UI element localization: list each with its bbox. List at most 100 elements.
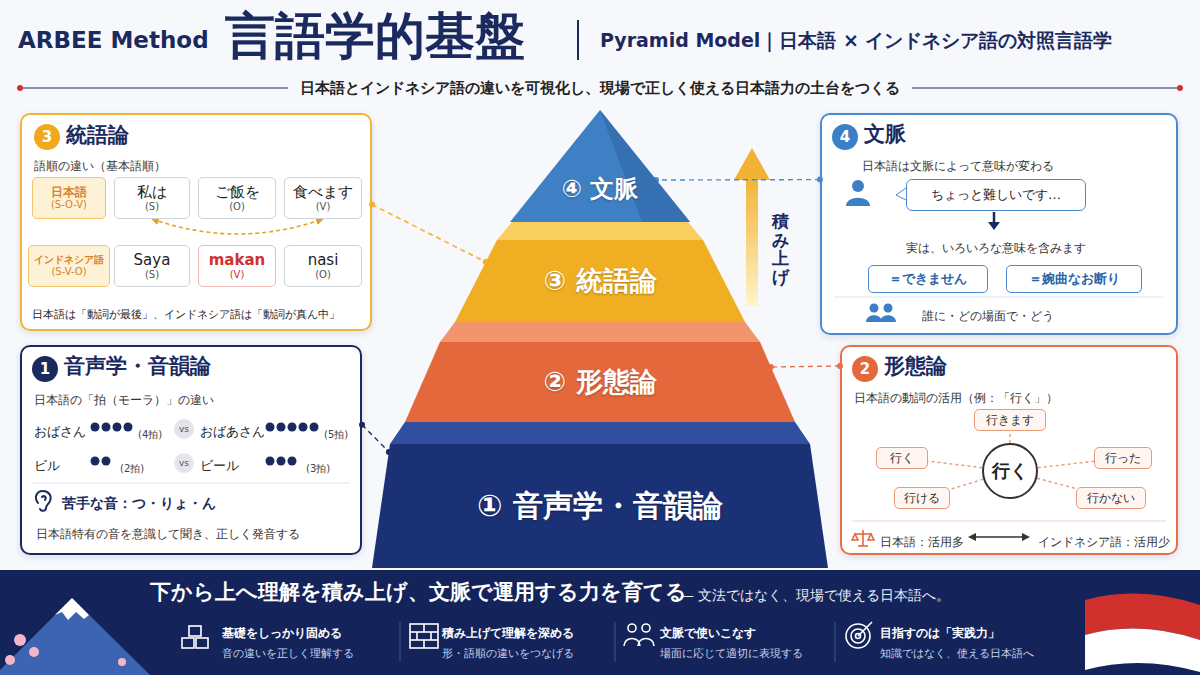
callout-number: 3 — [34, 124, 60, 150]
node-text: 音の違いを正しく理解する — [222, 647, 354, 660]
node-text: 音声学・音韻論 — [64, 354, 211, 379]
text-holder: 下から上へ理解を積み上げ、文脈で運用する力を育てる — [150, 580, 687, 605]
node-text: 基礎をしっかり固める — [222, 626, 342, 640]
node-text: (4拍) — [138, 429, 162, 441]
text-holder: 目指すのは「実践力」 — [880, 622, 1000, 641]
text-holder: (5拍) — [324, 423, 348, 442]
band-icons — [182, 622, 872, 648]
text-holder: 基礎をしっかり固める — [222, 622, 342, 641]
text-holder: Pyramid Model｜日本語 × インドネシア語の対照言語学 — [600, 29, 1113, 52]
pyramid-face — [405, 342, 795, 422]
text-holder: 日本語の動詞の活用（例：「行く」） — [854, 387, 1058, 406]
node-text: 行く — [992, 460, 1028, 482]
connector-end-dot — [359, 422, 365, 428]
node-text: おばさん — [34, 424, 86, 440]
summary-band: 下から上へ理解を積み上げ、文脈で運用する力を育てる— 文法ではなく、現場で使える… — [0, 570, 1200, 675]
text-holder: 言語学的基盤 — [225, 6, 525, 66]
main-title: 言語学的基盤 — [225, 6, 525, 66]
node-text: 誰に・どの場面で・どう — [922, 309, 1054, 323]
node-text: Saya — [134, 251, 171, 269]
text-holder: 知識ではなく、使える日本語へ — [880, 642, 1034, 661]
text-holder: おばあさん — [200, 421, 265, 440]
text-holder: 語順の違い（基本語順） — [34, 155, 166, 174]
vertical-label: 積み上げ — [772, 212, 789, 287]
node-text: 下から上へ理解を積み上げ、文脈で運用する力を育てる — [150, 580, 687, 605]
node-text: ③ 統語論 — [543, 265, 656, 297]
connector-line — [950, 479, 983, 489]
info-panel: 形態論日本語の動詞の活用（例：「行く」）日本語：活用多インドネシア語：活用少2行… — [840, 345, 1178, 555]
connector-end-dot — [369, 202, 375, 208]
speech-bubble: ちょっと難しいです… — [906, 179, 1086, 211]
node-text: ② 形態論 — [543, 366, 656, 398]
text-holder: 文脈 — [864, 122, 906, 147]
info-panel: 統語論語順の違い（基本語順） 日本語は「動詞が最後」、インドネシア語は「動詞が真ん… — [20, 113, 372, 331]
node-text: 苦手な音：つ・りょ・ん — [62, 495, 216, 512]
callout-number: 4 — [832, 124, 858, 150]
pyramid-tier: ② 形態論 — [405, 322, 795, 422]
header-separator — [577, 20, 579, 60]
connector-line — [152, 219, 323, 234]
text-holder: 実は、いろいろな意味を含みます — [896, 237, 1096, 256]
pyramid-tier: ① 音声学・音韻論 — [372, 422, 828, 568]
callout-number: 1 — [32, 356, 58, 382]
text-holder: 積み上げて理解を深める — [442, 622, 574, 641]
node-text: 日本語は文脈によって意味が変わる — [862, 159, 1054, 173]
node-text: 目指すのは「実践力」 — [880, 626, 1000, 640]
pyramid-face — [497, 222, 703, 240]
connector — [1038, 461, 1094, 468]
node-text: 日本語特有の音を意識して聞き、正しく発音する — [36, 527, 300, 541]
subtitle-tag: Pyramid Model｜日本語 × インドネシア語の対照言語学 — [600, 29, 1113, 52]
connector-line — [362, 425, 389, 452]
text-holder: 形・語順の違いをつなげる — [442, 642, 574, 661]
down-arrow — [988, 212, 1000, 230]
node-text: (2拍) — [120, 463, 144, 475]
node-text: (S-O-V) — [51, 199, 87, 211]
info-panel: 音声学・音韻論日本語の「拍（モーラ）」の違いおばさん (4拍) おばあさん (5拍) ビ… — [20, 345, 362, 555]
versus-mark: vs — [174, 419, 194, 439]
pyramid-tier: ④ 文脈 — [510, 110, 690, 222]
text-holder: ARBEE Method — [18, 27, 209, 55]
node-text: vs — [179, 424, 189, 435]
node-text: 食べます — [293, 183, 353, 201]
connector-line — [1037, 478, 1076, 488]
text-holder: 日本語は文脈によって意味が変わる — [862, 155, 1054, 174]
meaning-box: ＝婉曲なお断り — [1006, 265, 1142, 293]
form-box: 行った — [1094, 447, 1152, 469]
node-text: 私は — [137, 183, 167, 201]
text-holder: ビール — [200, 455, 239, 474]
text-holder: 苦手な音：つ・りょ・ん — [62, 493, 216, 512]
text-holder: 日本語とインドネシア語の違いを可視化し、現場で正しく使える日本語力の土台をつくる — [0, 78, 1200, 97]
connector — [1010, 431, 1011, 443]
band-separators — [400, 622, 835, 662]
text-holder: (4拍) — [138, 423, 162, 442]
text-holder: 場面に応じて適切に表現する — [660, 642, 803, 661]
connector — [950, 479, 983, 489]
connector — [359, 422, 392, 455]
text-holder: — 文法ではなく、現場で使える日本語へ。 — [680, 585, 950, 604]
rule-dot — [1177, 85, 1183, 91]
node-text: 場面に応じて適切に表現する — [660, 647, 803, 660]
node-text: ＝婉曲なお断り — [1029, 271, 1120, 287]
indonesia-flag — [1085, 594, 1200, 672]
versus-mark: vs — [174, 453, 194, 473]
panel-grounds — [20, 113, 1178, 555]
pyramid-shape — [510, 110, 690, 222]
text-holder: 日本語は「動詞が最後」、インドネシア語は「動詞が真ん中」 — [32, 303, 340, 322]
node-text: 行かない — [1087, 491, 1135, 505]
pyramid-face — [600, 110, 690, 222]
text-holder: 日本語の「拍（モーラ）」の違い — [34, 389, 214, 408]
text-holder: 形態論 — [884, 354, 947, 379]
panel-divider — [852, 521, 1166, 522]
node-text: (5拍) — [324, 429, 348, 441]
person-icon — [846, 180, 870, 206]
connector — [1037, 478, 1076, 488]
node-text: インドネシア語 — [34, 254, 104, 266]
text-holder: 統語論 — [66, 123, 129, 148]
node-text: 日本語は「動詞が最後」、インドネシア語は「動詞が真ん中」 — [32, 308, 340, 321]
node-text: ご飯を — [215, 183, 260, 201]
text-holder: 日本語特有の音を意識して聞き、正しく発音する — [36, 523, 300, 542]
node-text: (3拍) — [306, 463, 330, 475]
text-holder: インドネシア語：活用少 — [1038, 531, 1170, 550]
